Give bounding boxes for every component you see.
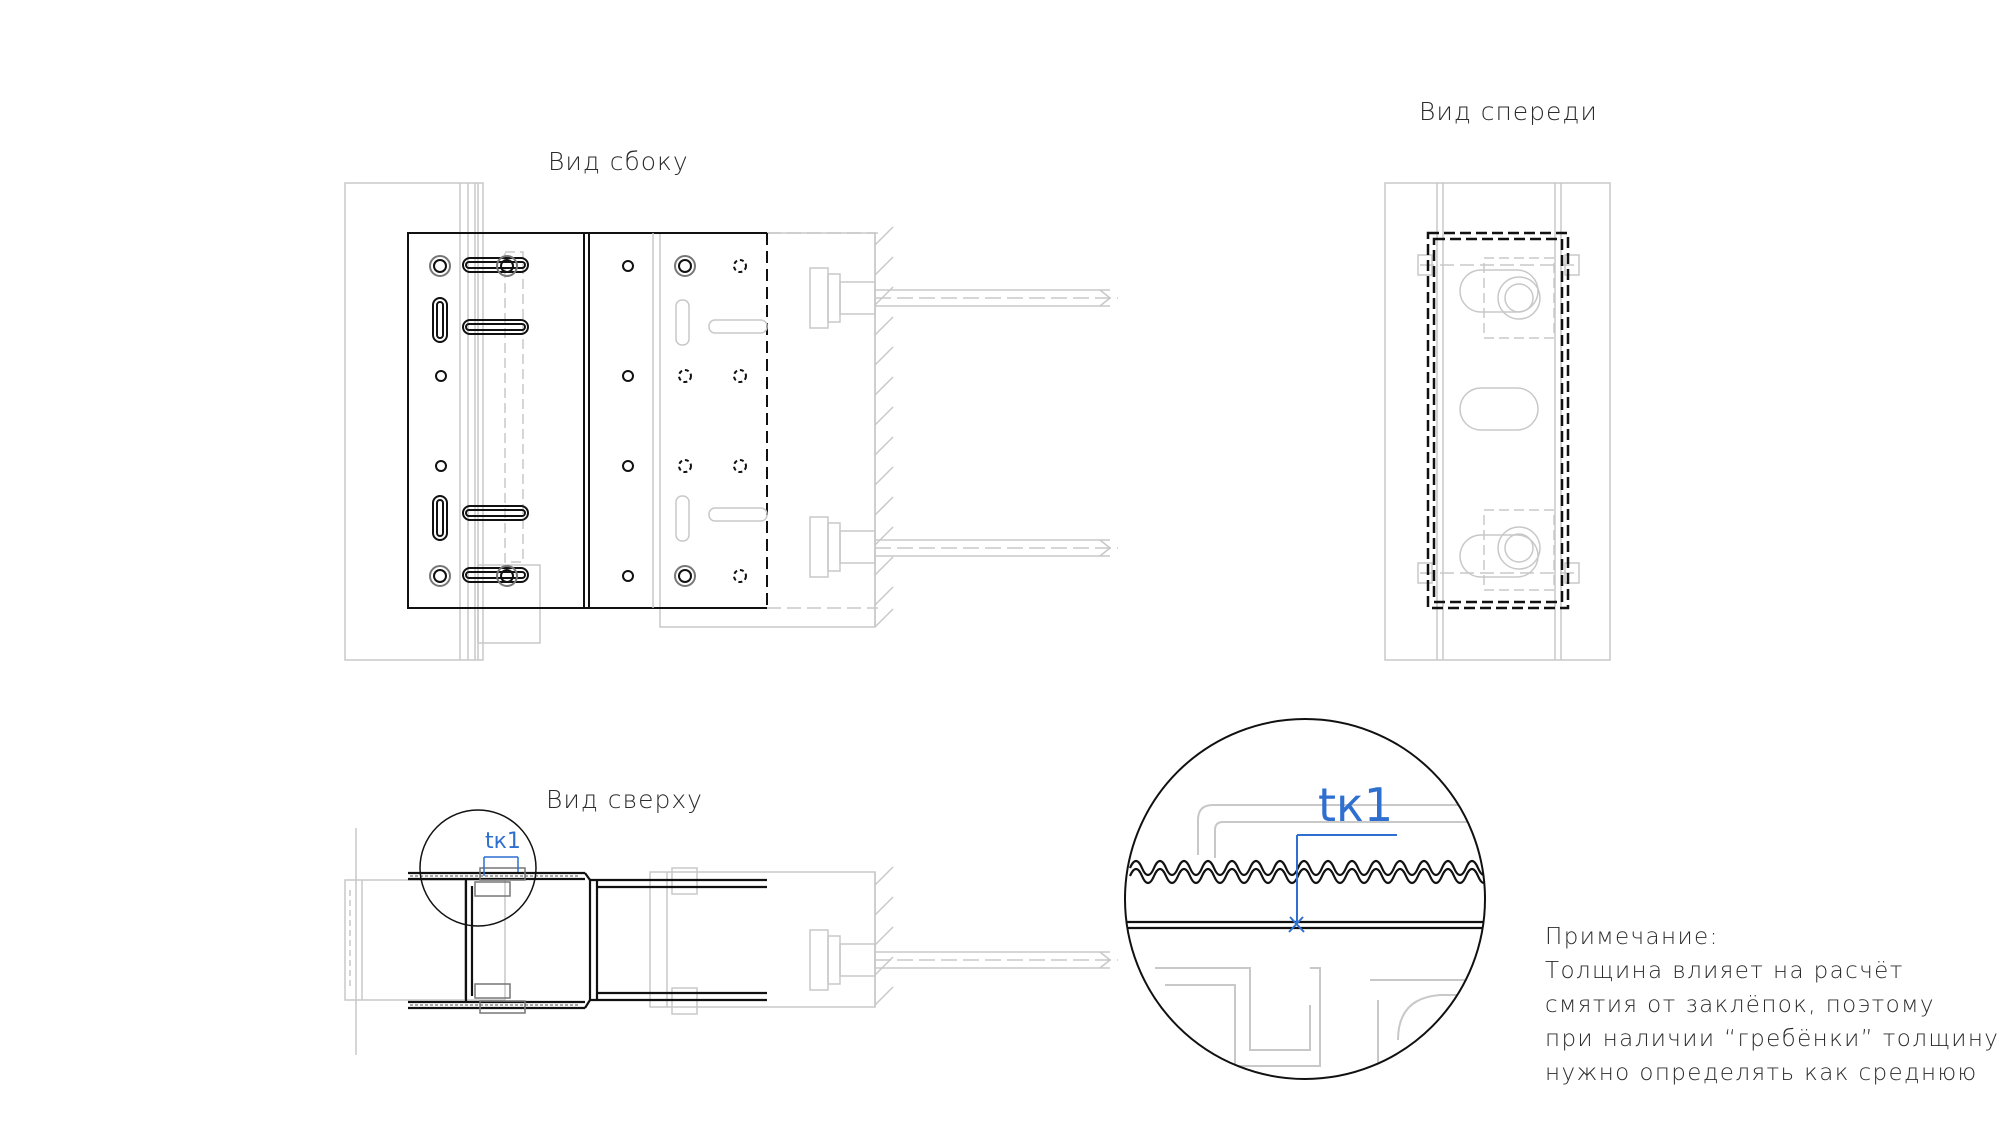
top-view (344, 809, 1118, 1055)
wall-hatch (874, 226, 894, 628)
side-view-main-plate (407, 232, 768, 609)
thickness-callout-large: tк1 (1318, 778, 1394, 832)
detail-circle-large (1124, 718, 1486, 1080)
detail-circle-small (419, 809, 537, 927)
note-heading: Примечание: (1545, 924, 1719, 950)
note-line: нужно определять как среднюю (1545, 1060, 1978, 1086)
hidden-holes (678, 259, 747, 583)
note-line: Толщина влияет на расчёт (1545, 958, 1904, 984)
side-view-ghost-profile (344, 182, 878, 661)
detail-magnified (1124, 718, 1486, 1080)
rivets (429, 255, 696, 587)
top-view-title: Вид сверху (546, 785, 703, 814)
front-view-title: Вид спереди (1419, 97, 1598, 126)
side-view (344, 182, 1118, 661)
anchor-bolts (809, 267, 1118, 578)
thickness-callout-small: tк1 (485, 829, 521, 854)
note-line: при наличии “гребёнки” толщину (1545, 1026, 2000, 1052)
plate-slots (432, 257, 529, 583)
note-line: смятия от заклёпок, поэтому (1545, 992, 1935, 1018)
ghost-slots (675, 299, 768, 542)
front-view (1384, 182, 1611, 661)
note-block: Примечание: Толщина влияет на расчёт смя… (1545, 920, 1999, 1090)
side-view-title: Вид сбоку (548, 147, 689, 176)
